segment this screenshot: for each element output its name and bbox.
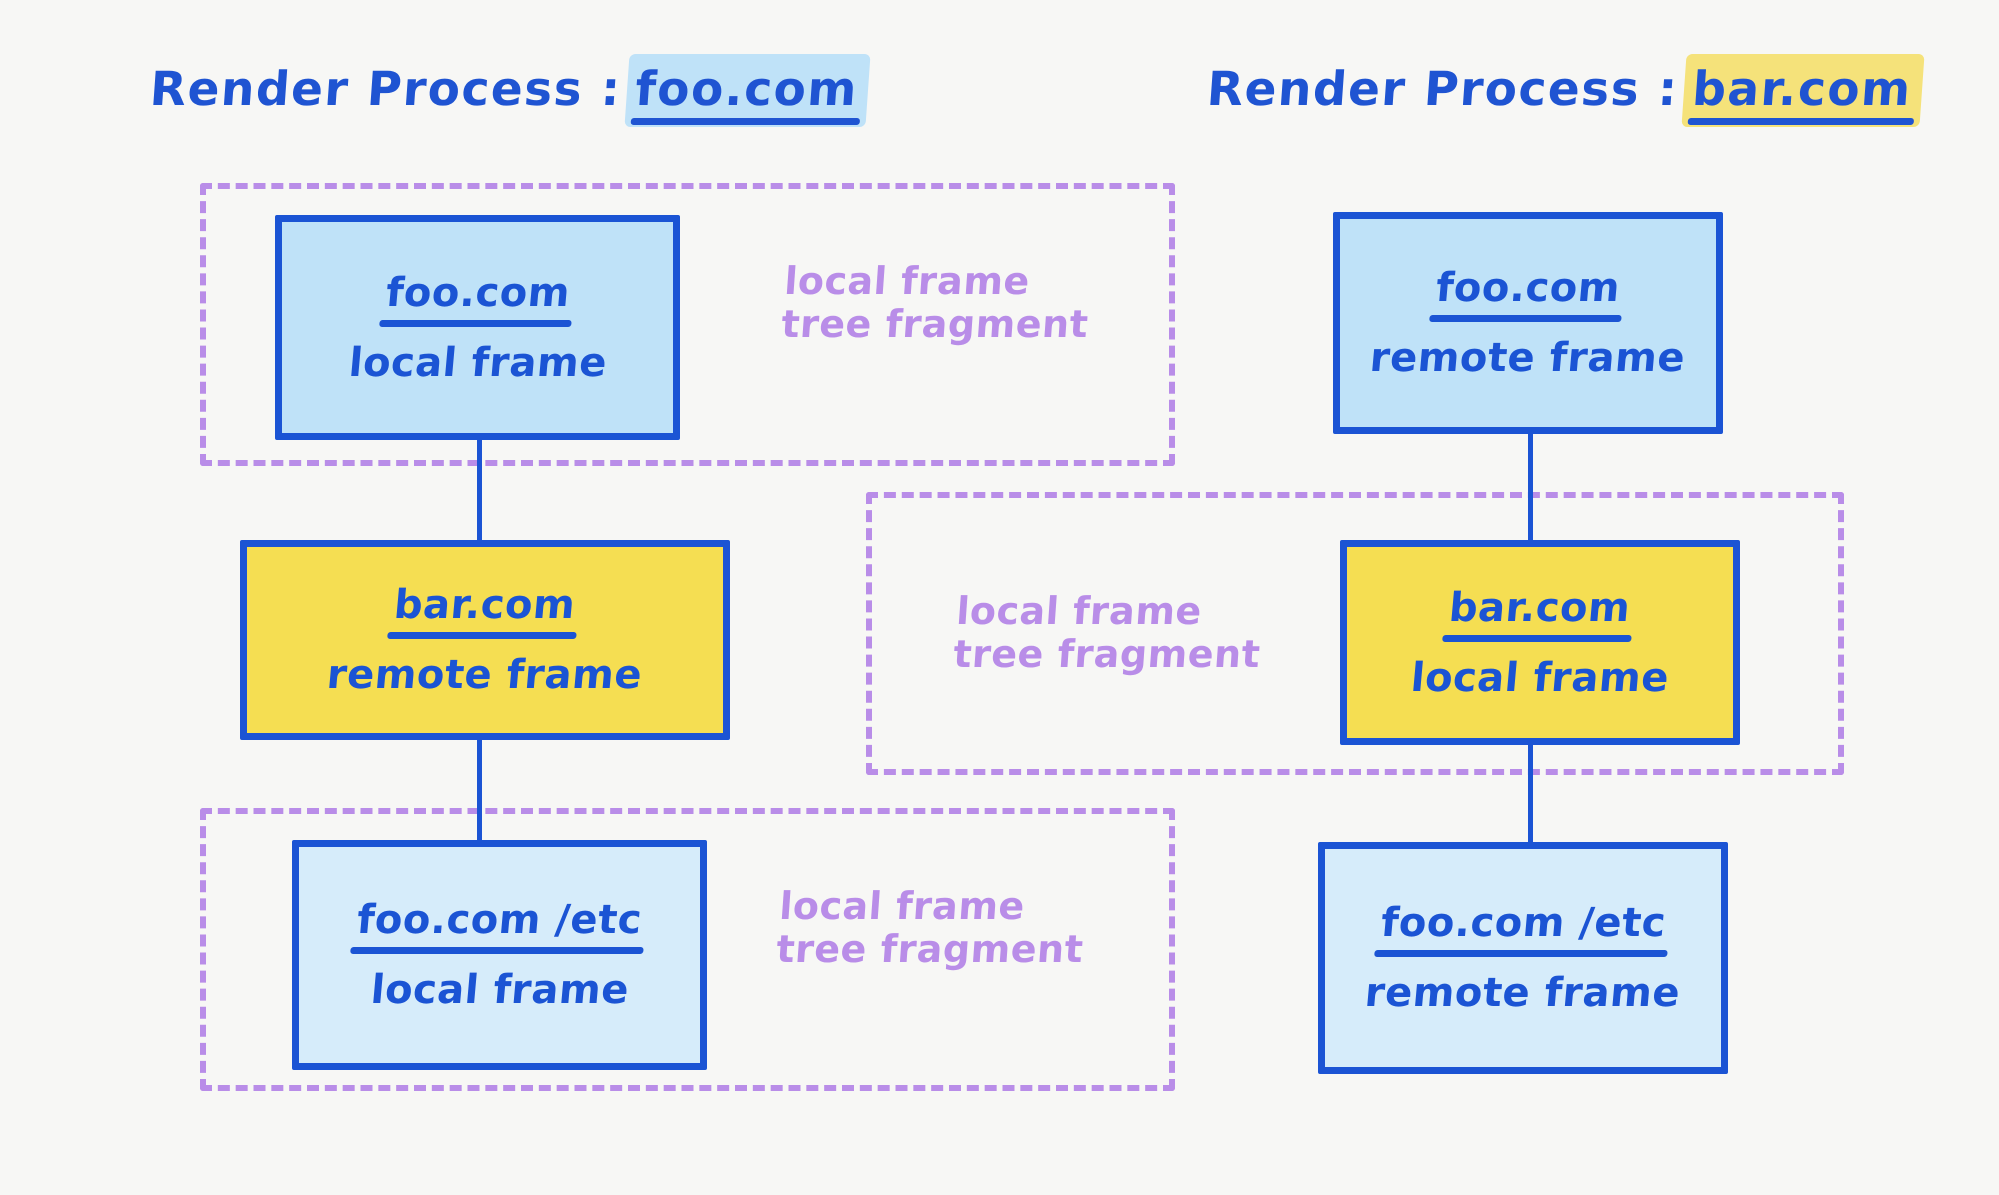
frame-kind: remote frame [1368,335,1688,381]
frame-url: foo.com /etc [355,897,645,943]
frame-box-left-foo-local[interactable]: foo.com local frame [275,215,680,440]
render-process-domain-bar: bar.com [1681,54,1925,127]
underline-stroke [1687,118,1914,125]
frame-url: bar.com [1447,584,1633,631]
frame-box-right-foo-remote[interactable]: foo.com remote frame [1333,212,1723,434]
frame-box-right-bar-local[interactable]: bar.com local frame [1340,540,1740,745]
render-process-domain-text-foo: foo.com [633,62,860,117]
fragment-region-right-middle [866,492,1844,775]
fragment-caption-right-middle: local frame tree fragment [951,589,1262,676]
frame-url: foo.com [383,269,572,316]
render-process-label-foo: Render Process : [148,62,624,117]
fragment-region-left-top [200,183,1175,466]
frame-kind: remote frame [1363,970,1683,1016]
fragment-caption-left-bottom: local frame tree fragment [774,884,1085,971]
frame-kind: remote frame [325,652,645,698]
connector-right-2 [1528,738,1533,850]
fragment-caption-left-top: local frame tree fragment [779,259,1090,346]
frame-url: bar.com [392,582,578,628]
connector-left-2 [477,735,482,845]
frame-url: foo.com /etc [1378,900,1668,946]
render-process-domain-text-bar: bar.com [1690,62,1914,117]
render-process-domain-foo: foo.com [624,54,871,127]
frame-kind: local frame [346,339,609,386]
frame-box-right-fooetc-remote[interactable]: foo.com /etc remote frame [1318,842,1728,1074]
render-process-label-bar: Render Process : [1205,62,1681,117]
frame-url: foo.com [1434,265,1623,311]
render-process-title-foo: Render Process : foo.com [148,54,871,127]
render-process-title-bar: Render Process : bar.com [1205,54,1925,127]
frame-kind: local frame [1409,654,1671,701]
fragment-region-left-bottom [200,808,1175,1091]
frame-box-left-fooetc-local[interactable]: foo.com /etc local frame [292,840,707,1070]
underline-stroke [630,118,860,125]
connector-right-1 [1528,432,1533,548]
frame-kind: local frame [368,967,631,1013]
frame-box-left-bar-remote[interactable]: bar.com remote frame [240,540,730,740]
connector-left-1 [477,435,482,545]
